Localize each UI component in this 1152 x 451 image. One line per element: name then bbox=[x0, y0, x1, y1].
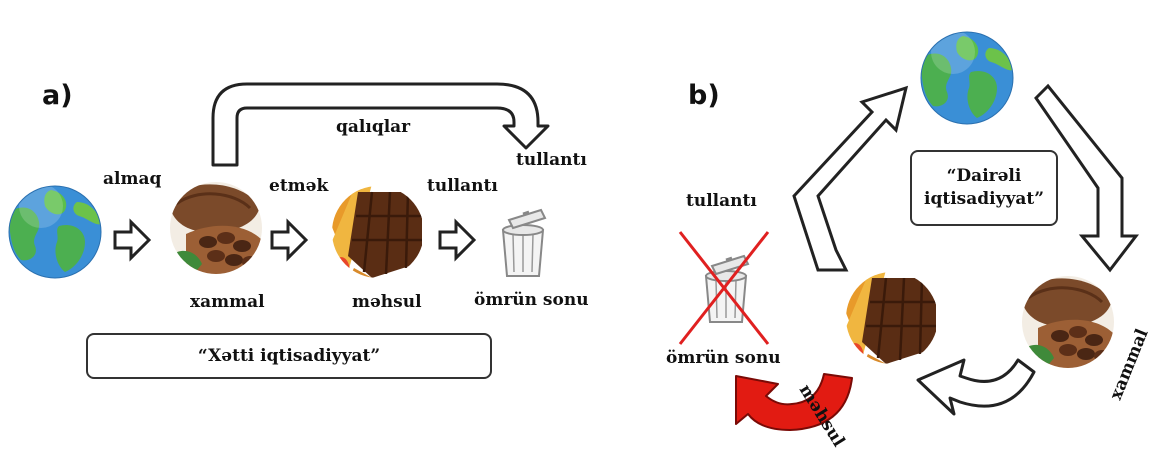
circular-economy-caption-line2: iqtisadiyyat” bbox=[924, 189, 1044, 209]
globe-icon bbox=[9, 184, 101, 278]
label-end-of-life-b: ömrün sonu bbox=[666, 348, 781, 368]
panel-a bbox=[9, 82, 550, 280]
globe-icon bbox=[921, 30, 1013, 124]
diagram-canvas bbox=[0, 0, 1140, 431]
right-arrow-icon bbox=[270, 220, 308, 260]
label-waste-b: tullantı bbox=[686, 191, 757, 211]
label-residues: qalıqlar bbox=[336, 117, 411, 137]
label-take: almaq bbox=[103, 169, 162, 189]
panel-b-letter: b) bbox=[688, 80, 720, 111]
cocoa-pod-icon bbox=[168, 182, 264, 276]
panel-b bbox=[678, 30, 1140, 431]
cycle-arrow-product-to-globe bbox=[792, 85, 909, 272]
label-end-of-life: ömrün sonu bbox=[474, 290, 589, 310]
cross-out-icon bbox=[678, 231, 770, 345]
label-product: məhsul bbox=[352, 292, 422, 312]
label-raw-material: xammal bbox=[190, 292, 265, 312]
circular-economy-caption-line1: “Dairəli bbox=[946, 166, 1022, 187]
chocolate-bar-icon bbox=[330, 184, 426, 280]
cycle-arrow-globe-to-raw bbox=[1034, 83, 1140, 273]
panel-a-letter: a) bbox=[42, 80, 73, 111]
linear-economy-caption: “Xətti iqtisadiyyat” bbox=[86, 333, 492, 379]
residue-curved-arrow bbox=[211, 82, 550, 167]
label-waste-top: tullantı bbox=[516, 150, 587, 170]
chocolate-bar-icon bbox=[844, 270, 940, 366]
cycle-arrow-raw-to-product bbox=[916, 358, 1036, 416]
cocoa-pod-icon bbox=[1020, 276, 1116, 370]
label-waste-arrow: tullantı bbox=[427, 176, 498, 196]
right-arrow-icon bbox=[113, 220, 151, 260]
trash-bin-icon bbox=[501, 208, 547, 278]
red-discard-arrow bbox=[735, 373, 853, 431]
circular-economy-caption: “Dairəli iqtisadiyyat” bbox=[910, 150, 1058, 226]
right-arrow-icon bbox=[438, 220, 476, 260]
linear-economy-caption-text: “Xətti iqtisadiyyat” bbox=[197, 346, 381, 366]
label-make: etmək bbox=[269, 176, 329, 196]
